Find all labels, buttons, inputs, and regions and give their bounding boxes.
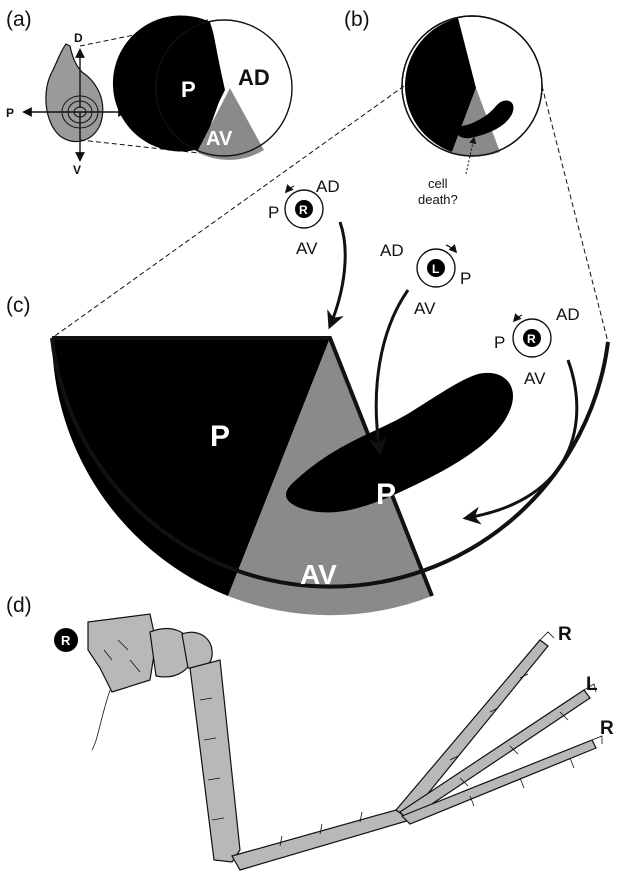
annotation-cell: cell xyxy=(428,176,448,191)
rotation-3-bottom: AV xyxy=(524,369,546,388)
panel-label-b: (b) xyxy=(344,8,370,31)
axis-label-ventral: V xyxy=(73,163,81,177)
coxa-marker-label: R xyxy=(61,633,71,648)
panel-label-d: (d) xyxy=(6,594,32,617)
branch-label-3: R xyxy=(600,718,614,739)
branch-label-1: R xyxy=(558,624,572,645)
sector-label-a-av: AV xyxy=(206,128,233,150)
branch-label-2: L xyxy=(586,674,598,695)
imaginal-disc xyxy=(46,44,103,142)
axis-label-dorsal: D xyxy=(74,31,83,45)
sector-label-a-posterior: P xyxy=(181,77,196,102)
rotation-3-top: AD xyxy=(556,305,580,324)
rotation-3-side: P xyxy=(494,333,505,352)
sector-label-a-ad: AD xyxy=(238,65,270,90)
sector-label-c-ectopic: P xyxy=(376,478,396,511)
sector-circle-b xyxy=(402,16,542,156)
panel-label-a: (a) xyxy=(6,8,32,31)
panel-label-c: (c) xyxy=(6,294,31,317)
sector-label-c-av: AV xyxy=(300,559,337,590)
rotation-1-handedness: R xyxy=(299,203,308,217)
rotation-1-bottom: AV xyxy=(296,239,318,258)
rotation-2-side: P xyxy=(460,269,471,288)
rotation-2-top: AD xyxy=(380,241,404,260)
rotation-2-handedness: L xyxy=(432,262,439,276)
rotation-1-top: AD xyxy=(316,177,340,196)
triplicated-leg xyxy=(88,614,596,870)
rotation-1-side: P xyxy=(268,203,279,222)
rotation-1-arrow xyxy=(330,222,345,326)
zoom-line-b-right xyxy=(542,86,608,342)
rotation-2-bottom: AV xyxy=(414,299,436,318)
annotation-death: death? xyxy=(418,192,458,207)
sector-label-c-posterior: P xyxy=(210,420,230,453)
axis-label-posterior: P xyxy=(6,106,14,120)
rotation-3-handedness: R xyxy=(527,332,536,346)
